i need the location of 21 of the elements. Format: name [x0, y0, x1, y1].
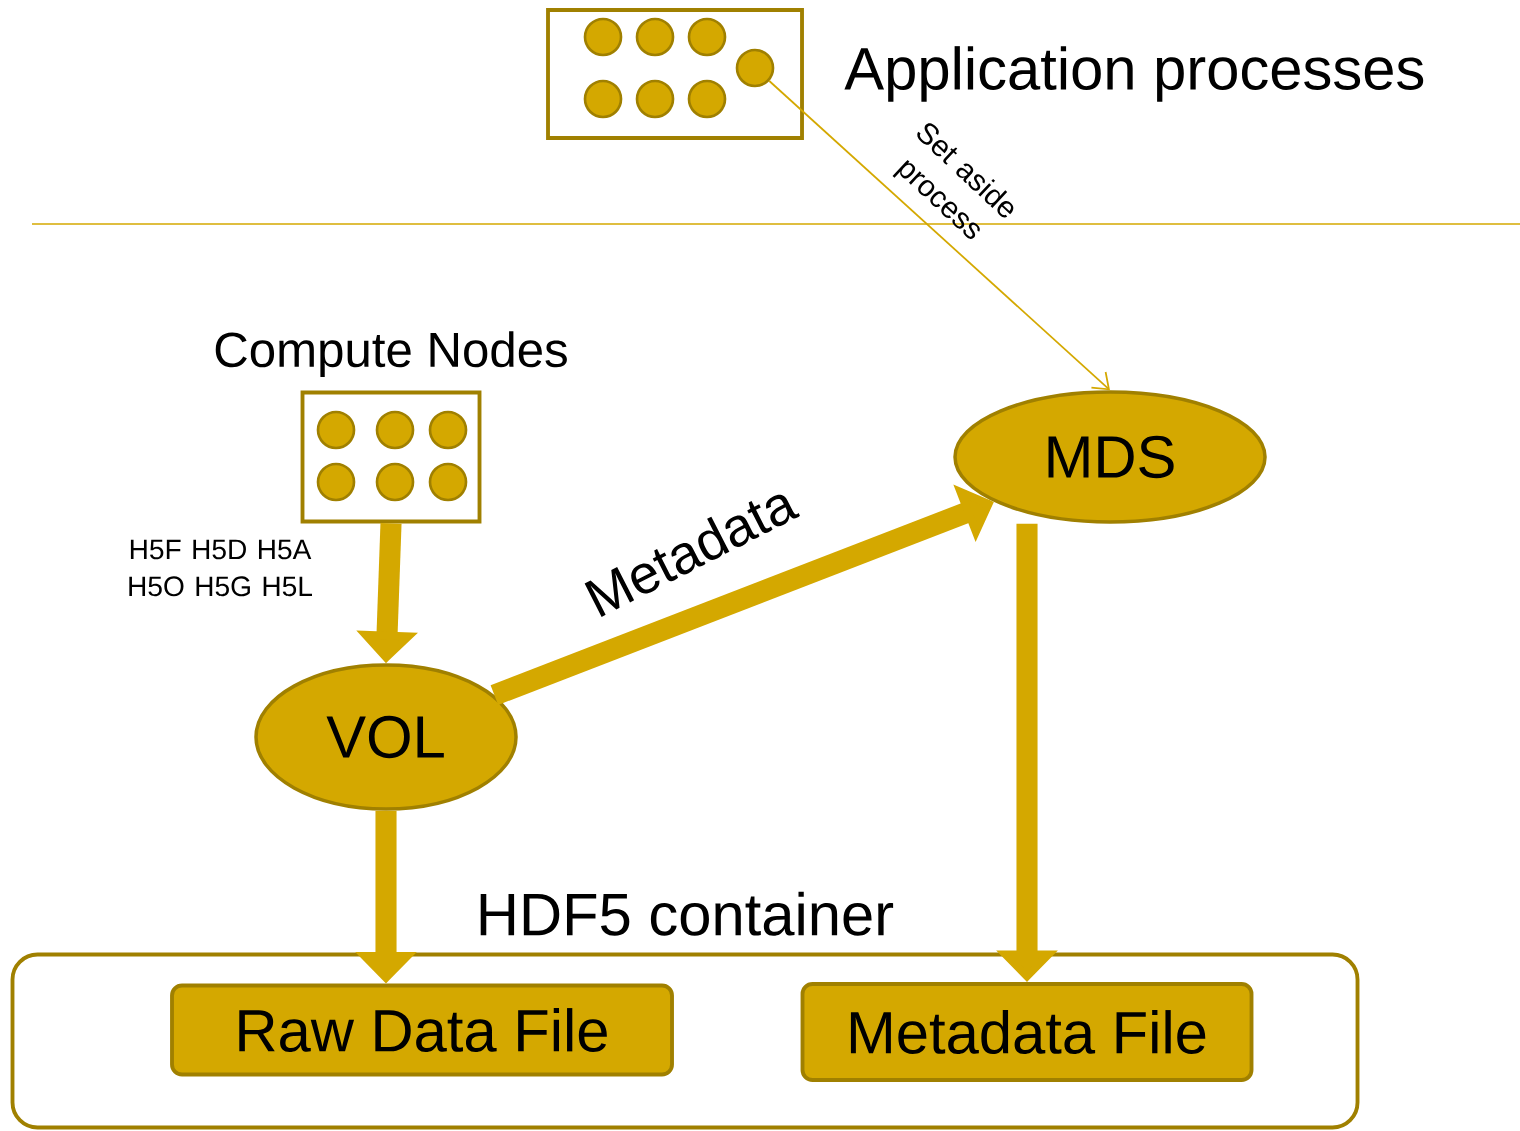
process-circle: [316, 410, 356, 450]
process-circle: [635, 79, 675, 119]
arrow: [768, 80, 1110, 391]
node-label: Compute Nodes: [215, 331, 567, 378]
process-circle: [428, 410, 468, 450]
process-circle: [583, 79, 623, 119]
process-circle: [687, 79, 727, 119]
node-label: Application processes: [844, 46, 1424, 102]
process-box: Compute Nodes: [215, 331, 567, 524]
process-circle: [635, 17, 675, 57]
process-circle: [375, 410, 415, 450]
edge-label: H5F H5D H5A H5O H5G H5L: [129, 539, 312, 597]
process-circle: [735, 48, 775, 88]
process-circle: [428, 462, 468, 502]
ellipse-node: MDS: [953, 390, 1267, 524]
ellipse-node: VOL: [254, 663, 518, 811]
process-circle: [583, 17, 623, 57]
process-circle: [375, 462, 415, 502]
node-label: HDF5 container: [480, 891, 894, 936]
process-circle: [687, 17, 727, 57]
process-circle: [316, 462, 356, 502]
